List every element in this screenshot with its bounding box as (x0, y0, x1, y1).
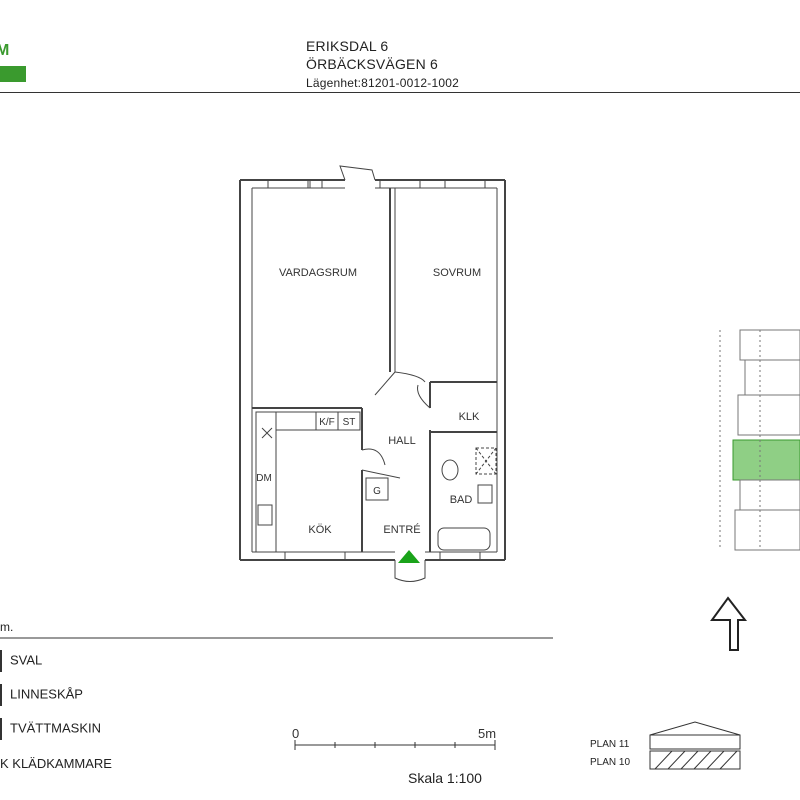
building-key-plan (719, 329, 800, 551)
room-label-bad: BAD (450, 494, 473, 506)
room-label-vardagsrum: VARDAGSRUM (279, 267, 357, 279)
apartment-number: Lägenhet:81201-0012-1002 (306, 76, 459, 90)
legend-marker (0, 684, 2, 706)
room-label-sovrum: SOVRUM (433, 267, 481, 279)
entrance-arrow (398, 550, 420, 563)
legend-label: SVAL (10, 652, 43, 668)
legend-item-kladkammare: K KLÄDKAMMARE (0, 756, 112, 771)
logo-letter: M (0, 42, 10, 59)
legend-note: m. (0, 620, 14, 634)
property-name: ERIKSDAL 6 (306, 38, 389, 54)
fixture-label-g: G (373, 486, 381, 497)
legend-item-tvattmaskin: TVÄTTMASKIN (0, 718, 101, 740)
legend-marker (0, 718, 2, 740)
room-label-kok: KÖK (308, 524, 332, 536)
legend-item-sval: SVAL (0, 650, 42, 672)
room-label-entre: ENTRÉ (383, 523, 420, 536)
fixture-label-kf: K/F (319, 417, 335, 428)
fixture-label-st: ST (343, 417, 356, 428)
legend-label: K KLÄDKAMMARE (0, 756, 112, 771)
scale-text: Skala 1:100 (408, 770, 482, 786)
street-address: ÖRBÄCKSVÄGEN 6 (306, 56, 438, 72)
legend-label: LINNESKÅP (10, 686, 83, 702)
legend-item-linneskap: LINNESKÅP (0, 684, 83, 706)
legend-label: TVÄTTMASKIN (10, 720, 102, 736)
company-logo: M (0, 42, 26, 84)
header-divider (0, 92, 800, 93)
north-arrow-icon (710, 596, 748, 651)
room-label-hall: HALL (388, 435, 416, 447)
scale-bar (294, 740, 496, 750)
room-label-klk: KLK (459, 411, 480, 423)
fixture-label-dm: DM (256, 473, 272, 484)
floor-section-icon (649, 721, 741, 770)
legend-marker (0, 650, 2, 672)
floor-label-lower: PLAN 10 (590, 757, 630, 768)
floor-label-upper: PLAN 11 (590, 739, 630, 750)
scale-end-label: 5m (478, 726, 496, 741)
scale-start-label: 0 (292, 726, 299, 741)
logo-bar (0, 66, 26, 82)
